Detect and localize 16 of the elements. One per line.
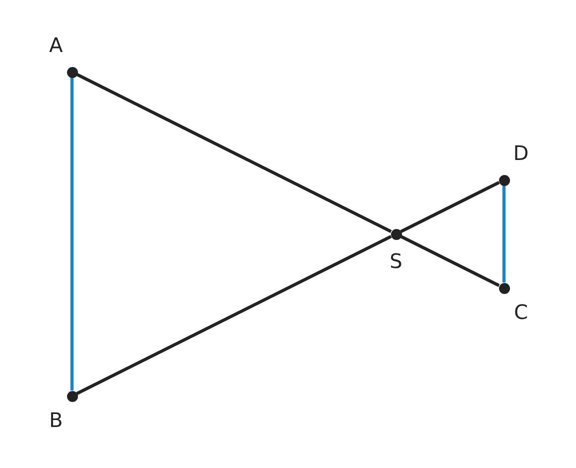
point-dot	[498, 282, 510, 294]
line-segment	[502, 186, 506, 282]
point-dot	[498, 174, 510, 186]
point-dot	[66, 66, 78, 78]
line-segment	[76, 235, 392, 395]
point-label: D	[513, 142, 529, 164]
point-label: A	[49, 34, 63, 56]
point-label: S	[390, 250, 402, 272]
line-segment	[400, 181, 500, 233]
line-segment	[70, 78, 74, 390]
point-label: B	[49, 409, 63, 431]
point-dot	[66, 390, 78, 402]
line-segment	[76, 73, 392, 233]
point-dot	[390, 228, 402, 240]
point-label: C	[514, 301, 528, 323]
line-segment	[400, 235, 500, 287]
